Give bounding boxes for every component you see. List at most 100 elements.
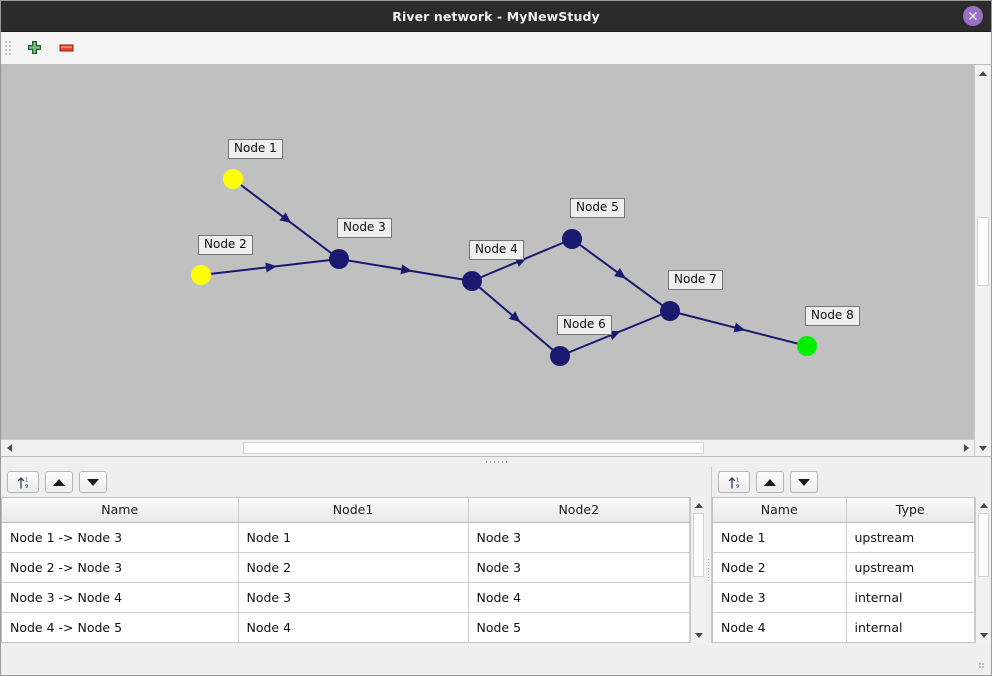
reaches-table-resize-grip[interactable]	[706, 497, 711, 643]
nodes-scroll-thumb[interactable]	[978, 513, 989, 577]
graph-node[interactable]	[329, 249, 349, 269]
reaches-col-name[interactable]: Name	[2, 498, 239, 523]
scroll-up-button[interactable]	[975, 65, 991, 81]
scroll-right-button[interactable]	[958, 440, 974, 456]
reaches-vertical-scrollbar[interactable]	[690, 497, 706, 643]
river-network-canvas[interactable]: Node 1 Node 2 Node 3 Node 4 Node 5 Node 6 Node…	[1, 65, 974, 439]
table-cell[interactable]: internal	[846, 612, 975, 642]
node-label[interactable]: Node 6	[557, 315, 612, 335]
edge-arrowhead	[733, 322, 746, 333]
table-cell[interactable]: Node 4	[468, 582, 690, 613]
nodes-vertical-scrollbar[interactable]	[975, 497, 991, 643]
reaches-col-node1[interactable]: Node1	[238, 498, 469, 523]
reaches-sort-button[interactable]: 1 9	[7, 471, 39, 493]
table-cell[interactable]: Node 2 -> Node 3	[2, 552, 239, 583]
node-label[interactable]: Node 7	[668, 270, 723, 290]
table-cell[interactable]: Node 2	[713, 552, 847, 583]
edge-arrowhead	[508, 311, 521, 323]
scroll-down-button[interactable]	[975, 440, 991, 456]
horizontal-scroll-track[interactable]	[17, 440, 958, 456]
reaches-move-down-button[interactable]	[79, 471, 107, 493]
table-cell[interactable]: Node 3	[468, 522, 690, 553]
nodes-sort-button[interactable]: 1 9	[718, 471, 750, 493]
nodes-move-up-button[interactable]	[756, 471, 784, 493]
node-label[interactable]: Node 4	[469, 240, 524, 260]
edge-arrowhead	[265, 262, 277, 273]
table-cell[interactable]: Node 1	[238, 522, 469, 553]
triangle-up-icon	[53, 478, 65, 486]
table-cell[interactable]: Node 3	[713, 582, 847, 613]
vertical-scroll-thumb[interactable]	[977, 217, 989, 286]
reaches-move-up-button[interactable]	[45, 471, 73, 493]
scroll-left-button[interactable]	[1, 440, 17, 456]
node-label[interactable]: Node 3	[337, 218, 392, 238]
table-cell[interactable]: Node 4	[238, 612, 469, 642]
reaches-scroll-track[interactable]	[691, 513, 706, 627]
nodes-scroll-up-button[interactable]	[976, 497, 991, 513]
graph-node[interactable]	[797, 336, 817, 356]
reaches-toolbar: 1 9	[1, 467, 711, 497]
nodes-scroll-down-button[interactable]	[976, 627, 991, 643]
table-cell[interactable]: Node 4 -> Node 5	[2, 612, 239, 642]
svg-text:9: 9	[25, 484, 28, 490]
node-label[interactable]: Node 8	[805, 306, 860, 326]
table-cell[interactable]: upstream	[846, 552, 975, 583]
table-cell[interactable]: internal	[846, 582, 975, 613]
triangle-up-icon	[764, 478, 776, 486]
add-node-button[interactable]	[22, 36, 46, 60]
nodes-col-type[interactable]: Type	[846, 498, 975, 523]
canvas-horizontal-scrollbar[interactable]	[1, 439, 974, 456]
window-title: River network - MyNewStudy	[392, 8, 600, 24]
table-cell[interactable]: Node 5	[468, 612, 690, 642]
nodes-col-name[interactable]: Name	[713, 498, 847, 523]
table-cell[interactable]: Node 4	[713, 612, 847, 642]
table-cell[interactable]: Node 3 -> Node 4	[2, 582, 239, 613]
node-label[interactable]: Node 1	[228, 139, 283, 159]
table-cell[interactable]: upstream	[846, 522, 975, 553]
graph-node[interactable]	[191, 265, 211, 285]
graph-node[interactable]	[562, 229, 582, 249]
vertical-scroll-track[interactable]	[975, 81, 991, 440]
table-cell[interactable]: Node 2	[238, 552, 469, 583]
reaches-scroll-thumb[interactable]	[693, 513, 704, 577]
graph-node[interactable]	[550, 346, 570, 366]
node-label[interactable]: Node 5	[570, 198, 625, 218]
window-resize-grip[interactable]	[979, 663, 988, 672]
remove-node-button[interactable]	[54, 36, 78, 60]
reaches-scroll-down-button[interactable]	[691, 627, 706, 643]
triangle-down-icon	[798, 478, 810, 486]
nodes-move-down-button[interactable]	[790, 471, 818, 493]
toolbar-drag-handle[interactable]	[5, 38, 12, 58]
table-cell[interactable]: Node 3	[238, 582, 469, 613]
reaches-col-node2[interactable]: Node2	[468, 498, 690, 523]
graph-node[interactable]	[462, 271, 482, 291]
graph-node[interactable]	[660, 301, 680, 321]
horizontal-scroll-thumb[interactable]	[242, 442, 704, 454]
table-cell[interactable]: Node 1	[713, 522, 847, 553]
reaches-scroll-up-button[interactable]	[691, 497, 706, 513]
svg-text:1: 1	[736, 477, 739, 483]
nodes-scroll-track[interactable]	[976, 513, 991, 627]
panel-splitter[interactable]	[1, 456, 991, 467]
canvas-vertical-scrollbar[interactable]	[974, 65, 991, 456]
close-button[interactable]	[963, 6, 983, 26]
node-label[interactable]: Node 2	[198, 235, 253, 255]
table-cell[interactable]: Node 3	[468, 552, 690, 583]
graph-node[interactable]	[223, 169, 243, 189]
table-cell[interactable]: Node 1 -> Node 3	[2, 522, 239, 553]
